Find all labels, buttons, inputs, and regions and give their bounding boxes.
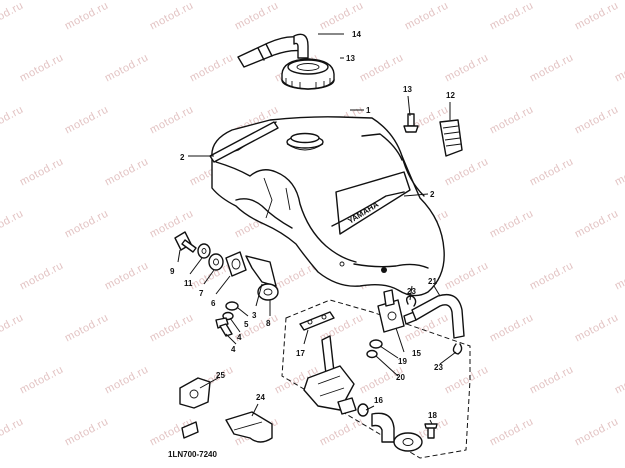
decal-strip <box>209 121 279 163</box>
plate-19 <box>393 432 423 452</box>
damper-8 <box>208 253 224 271</box>
callout-5: 4 <box>237 333 242 342</box>
callout-2-upper: 2 <box>180 153 185 162</box>
breather-hose <box>237 33 309 68</box>
elbow-pipe <box>371 412 395 443</box>
filter-17 <box>337 397 369 417</box>
callout-18: 17 <box>296 349 305 358</box>
bolt-10 <box>174 231 197 253</box>
callout-10: 9 <box>170 267 175 276</box>
valve-16 <box>377 289 417 333</box>
bracket-12 <box>439 119 463 157</box>
bolt-4 <box>215 317 233 337</box>
callout-23-lower: 23 <box>434 363 443 372</box>
callout-14: 13 <box>346 54 355 63</box>
callout-17: 16 <box>374 396 383 405</box>
callout-20: 19 <box>398 357 407 366</box>
collar-7 <box>225 251 247 277</box>
callout-19: 18 <box>428 411 437 420</box>
callout-25: 25 <box>216 371 225 380</box>
callout-23-upper: 23 <box>407 287 416 296</box>
callout-22: 21 <box>428 277 437 286</box>
grommet-9 <box>257 283 279 301</box>
callout-21: 20 <box>396 373 405 382</box>
callout-11: 11 <box>184 279 193 288</box>
fuel-cock-18 <box>299 311 355 411</box>
fuel-cap <box>281 58 335 90</box>
callout-7: 6 <box>211 299 216 308</box>
callout-13: 13 <box>403 85 412 94</box>
leader-lines <box>177 33 457 425</box>
callout-3: 3 <box>252 311 257 320</box>
bracket-3 <box>245 255 277 287</box>
small-tag <box>181 421 199 439</box>
washer-11 <box>197 243 211 259</box>
bracket-25 <box>179 377 211 409</box>
screw-21 <box>366 349 378 359</box>
oring-20 <box>369 339 383 349</box>
callout-24: 24 <box>256 393 265 402</box>
clamp-24 <box>225 411 273 443</box>
callout-2-lower: 2 <box>430 190 435 199</box>
screw-13 <box>403 113 419 133</box>
nut-6 <box>225 301 239 311</box>
callout-4: 4 <box>231 345 236 354</box>
fuel-hose-22 <box>411 293 465 339</box>
callout-8: 7 <box>199 289 204 298</box>
callout-15: 14 <box>352 30 361 39</box>
diagram-code: 1LN700-7240 <box>168 450 217 459</box>
callout-12: 12 <box>446 91 455 100</box>
callout-6: 5 <box>244 320 249 329</box>
screw-19 <box>424 423 438 439</box>
callout-1: 1 <box>366 106 371 115</box>
callout-16: 15 <box>412 349 421 358</box>
callout-9: 8 <box>266 319 271 328</box>
clip-23 <box>405 295 463 355</box>
